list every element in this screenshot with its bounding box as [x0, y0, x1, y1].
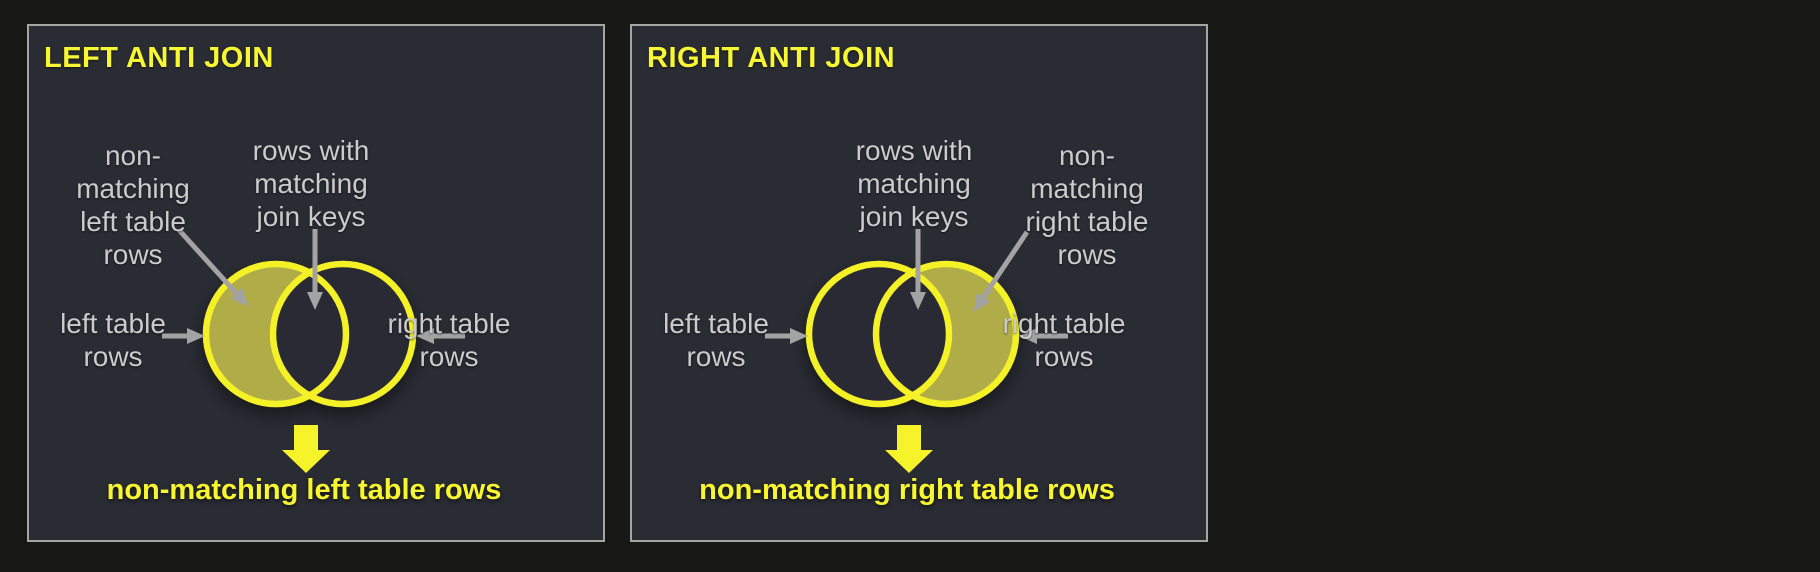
right-table-rows-label: right table rows	[387, 308, 511, 372]
down-arrow-icon	[885, 425, 933, 473]
left-anti-join-panel: LEFT ANTI JOIN non- matching left table …	[27, 24, 605, 542]
non-matching-rows-label: non- matching left table rows	[76, 140, 190, 270]
panel-title: LEFT ANTI JOIN	[44, 42, 274, 74]
left-table-rows-label: left table rows	[60, 308, 166, 372]
down-arrow-icon	[282, 425, 330, 473]
result-label: non-matching left table rows	[106, 474, 502, 506]
non-matching-pointer-arrow-icon	[973, 230, 1030, 313]
panel-title: RIGHT ANTI JOIN	[647, 42, 896, 74]
venn-diagram	[765, 229, 1068, 473]
left-table-rows-label: left table rows	[663, 308, 769, 372]
right-circle	[269, 260, 417, 408]
left-circle	[202, 260, 350, 408]
right-anti-join-panel: RIGHT ANTI JOIN rows with matching join …	[630, 24, 1208, 542]
left-circle	[805, 260, 953, 408]
right-circle	[872, 260, 1020, 408]
result-label: non-matching right table rows	[699, 474, 1115, 506]
venn-diagram	[162, 228, 465, 473]
non-matching-pointer-arrow-icon	[177, 228, 249, 307]
matching-join-keys-label: rows with matching join keys	[855, 135, 973, 232]
non-matching-rows-label: non- matching right table rows	[1025, 140, 1149, 270]
matching-join-keys-label: rows with matching join keys	[252, 135, 370, 232]
right-table-rows-label: right table rows	[1002, 308, 1126, 372]
